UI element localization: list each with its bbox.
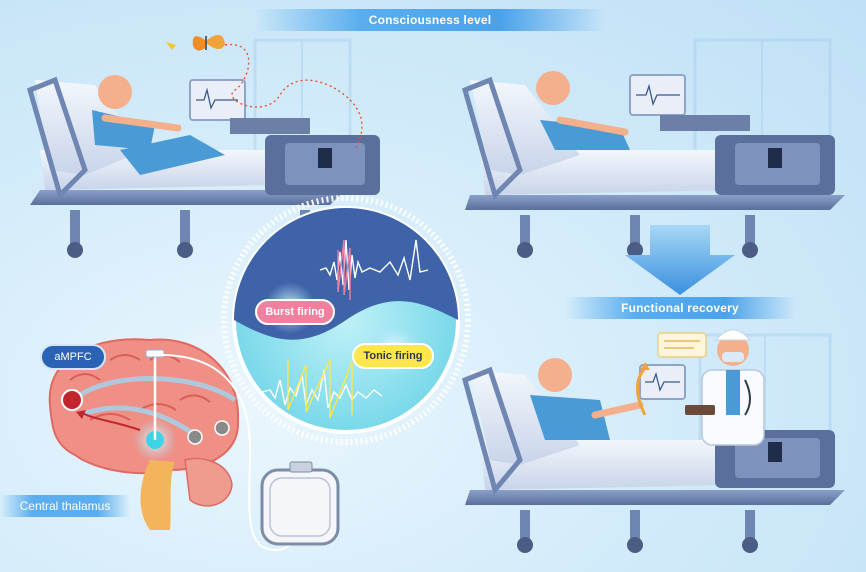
ampfc-label: aMPFC: [40, 344, 106, 370]
butterfly-icon: [192, 34, 225, 51]
raise-arrow-icon: [636, 367, 647, 416]
monitor-icon: [639, 364, 686, 400]
speech-bubble-icon: [657, 332, 707, 358]
stimulator-device: [260, 461, 340, 546]
burst-firing-label: Burst firing: [255, 299, 335, 325]
patient-head: [98, 75, 132, 109]
bed-scene-awake: [26, 34, 380, 258]
functional-recovery-banner: Functional recovery: [565, 297, 795, 319]
brainstem: [140, 460, 175, 530]
tonic-firing-trace: [261, 369, 383, 409]
brain: [48, 338, 303, 551]
doctor: [685, 329, 765, 446]
tonic-firing-label: Tonic firing: [352, 343, 434, 369]
bed-wheel: [517, 215, 758, 258]
patient-head: [536, 71, 570, 105]
bed-scene-unconscious: [461, 71, 845, 258]
bed-scene-recovered: [462, 329, 845, 553]
gown: [530, 395, 610, 440]
central-thalamus-label: Central thalamus: [0, 495, 130, 517]
bed-wheel: [517, 510, 758, 553]
cerebellum: [184, 457, 233, 507]
consciousness-level-banner: Consciousness level: [255, 9, 605, 31]
burst-firing-trace: [319, 239, 429, 291]
down-arrow-icon: [625, 225, 735, 295]
patient-head: [538, 358, 572, 392]
